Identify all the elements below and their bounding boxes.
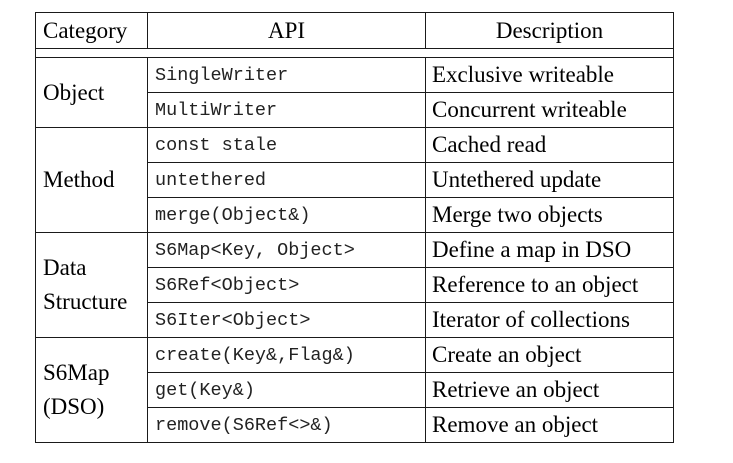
description-cell: Reference to an object <box>425 267 674 303</box>
header-gap <box>35 48 674 58</box>
description-cell: Retrieve an object <box>425 372 674 408</box>
category-label: Object <box>43 79 105 105</box>
description-cell: Merge two objects <box>425 197 674 233</box>
table-header-row: Category API Description <box>35 12 674 49</box>
category-cell-data-structure: Data Structure <box>35 232 148 338</box>
table-row: merge(Object&) Merge two objects <box>36 197 674 233</box>
api-table: Category API Description Object SingleWr… <box>35 12 674 443</box>
api-cell: create(Key&,Flag&) <box>147 337 426 373</box>
api-cell: untethered <box>147 162 426 198</box>
api-cell: MultiWriter <box>147 92 426 128</box>
table-row: MultiWriter Concurrent writeable <box>36 92 674 128</box>
api-cell: S6Ref<Object> <box>147 267 426 303</box>
table-row: get(Key&) Retrieve an object <box>36 372 674 408</box>
category-label-line-1: S6Map <box>43 360 110 385</box>
api-cell: get(Key&) <box>147 372 426 408</box>
table-row: untethered Untethered update <box>36 162 674 198</box>
description-cell: Remove an object <box>425 407 674 443</box>
api-table-container: Category API Description Object SingleWr… <box>35 12 674 443</box>
category-label: Method <box>43 167 115 192</box>
table-row: Object SingleWriter Exclusive writeable <box>35 57 674 128</box>
table-row: remove(S6Ref<>&) Remove an object <box>36 407 674 443</box>
api-cell: SingleWriter <box>147 57 426 93</box>
header-api: API <box>147 12 426 49</box>
description-cell: Exclusive writeable <box>425 57 674 93</box>
api-cell: const stale <box>147 127 426 163</box>
api-cell: S6Map<Key, Object> <box>147 232 426 268</box>
description-cell: Iterator of collections <box>425 302 674 338</box>
category-cell-s6map: S6Map (DSO) <box>35 337 148 443</box>
api-cell: remove(S6Ref<>&) <box>147 407 426 443</box>
category-label-line-2: (DSO) <box>43 394 105 419</box>
table-row: S6Map (DSO) create(Key&,Flag&) Create an… <box>35 337 674 443</box>
header-description: Description <box>425 12 674 49</box>
category-label-line-2: Structure <box>43 289 128 314</box>
api-cell: merge(Object&) <box>147 197 426 233</box>
category-cell-object: Object <box>35 57 148 128</box>
description-cell: Create an object <box>425 337 674 373</box>
category-cell-method: Method <box>35 127 148 233</box>
api-cell: S6Iter<Object> <box>147 302 426 338</box>
table-row: Method const stale Cached read <box>35 127 674 233</box>
category-label-line-1: Data <box>43 255 87 280</box>
description-cell: Define a map in DSO <box>425 232 674 268</box>
description-cell: Concurrent writeable <box>425 92 674 128</box>
header-category: Category <box>35 12 148 49</box>
table-row: Data Structure S6Map<Key, Object> Define… <box>35 232 674 338</box>
description-cell: Untethered update <box>425 162 674 198</box>
description-cell: Cached read <box>425 127 674 163</box>
